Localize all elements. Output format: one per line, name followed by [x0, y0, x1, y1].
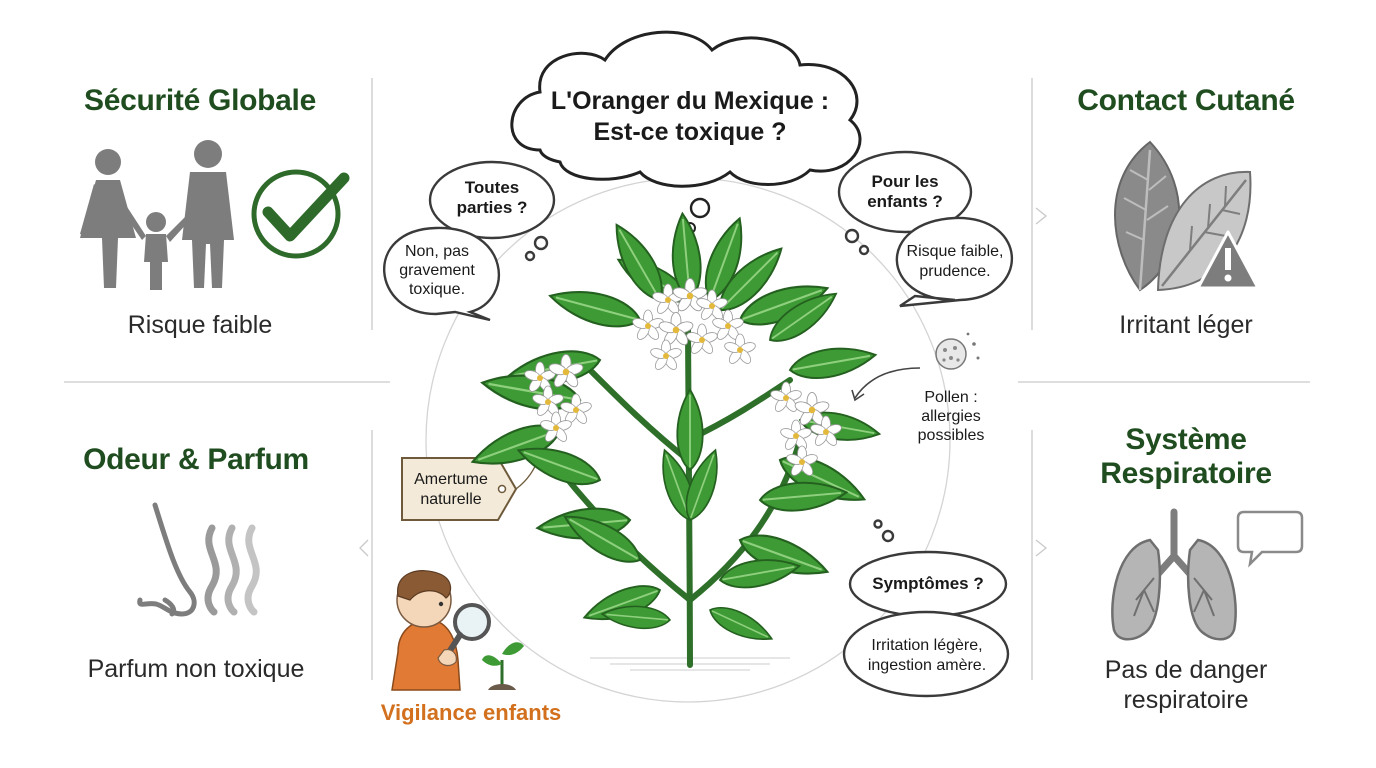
- panel-title-respiratoire: Système Respiratoire: [1026, 423, 1346, 491]
- family-icon: [80, 140, 234, 290]
- title-line-1: L'Oranger du Mexique :: [550, 87, 830, 115]
- bubble-pour-enfants-line-1: Pour les: [871, 172, 939, 191]
- page-title: L'Oranger du Mexique : Est-ce toxique ?: [520, 86, 860, 148]
- panel-title-securite: Sécurité Globale: [84, 84, 316, 117]
- bubble-pour-enfants-line-2: enfants ?: [867, 192, 943, 211]
- child-magnifier-icon: [391, 570, 524, 691]
- panel-title-contact: Contact Cutané: [1077, 84, 1295, 117]
- leaves-warning-icon: [1114, 140, 1260, 292]
- panel-title-odeur: Odeur & Parfum: [83, 443, 309, 476]
- title-line-2: Est-ce toxique ?: [593, 118, 787, 146]
- bubble-toutes-parties-line-1: Toutes: [464, 178, 520, 197]
- bubble-pour-enfants: Pour les enfants ?: [842, 172, 968, 212]
- panel-caption-respiratoire-line-2: respiratoire: [1123, 686, 1249, 714]
- bubble-symptomes: Symptômes ?: [872, 574, 984, 593]
- bubble-non-pas-line-3: toxique.: [408, 281, 466, 298]
- panel-caption-respiratoire-line-1: Pas de danger: [1104, 656, 1268, 684]
- nose-icon: [137, 502, 197, 617]
- panel-caption-respiratoire: Pas de danger respiratoire: [1026, 655, 1346, 715]
- panel-title-respiratoire-line-1: Système: [1125, 423, 1247, 456]
- bubble-irritation-line-1: Irritation légère,: [871, 637, 983, 654]
- pollen-label-line-1: Pollen :: [924, 389, 978, 406]
- bubble-non-pas-line-2: gravement: [399, 262, 475, 279]
- bubble-irritation: Irritation légère, ingestion amère.: [848, 636, 1006, 676]
- bubble-risque-faible-line-1: Risque faible,: [906, 243, 1004, 260]
- bubble-toutes-parties-line-2: parties ?: [456, 198, 528, 217]
- pollen-graphic: [851, 332, 980, 402]
- check-icon: [251, 169, 350, 259]
- bubble-non-pas-toxique: Non, pas gravement toxique.: [378, 242, 496, 299]
- vigilance-label: Vigilance enfants: [380, 700, 562, 725]
- panel-caption-odeur: Parfum non toxique: [87, 655, 305, 683]
- pollen-label: Pollen : allergies possibles: [896, 388, 1006, 445]
- pollen-label-line-3: possibles: [917, 427, 985, 444]
- bubble-irritation-line-2: ingestion amère.: [867, 657, 987, 674]
- bubble-non-pas-line-1: Non, pas: [404, 243, 470, 260]
- plant-illustration: [466, 211, 883, 671]
- panel-caption-securite: Risque faible: [127, 311, 273, 339]
- panel-title-respiratoire-line-2: Respiratoire: [1100, 457, 1272, 490]
- bubble-risque-faible: Risque faible, prudence.: [890, 242, 1020, 282]
- panel-dividers: [64, 78, 1310, 680]
- speech-bubbles: [383, 150, 1014, 698]
- panel-caption-contact: Irritant léger: [1119, 311, 1253, 339]
- amertume-label-line-1: Amertume: [414, 471, 488, 488]
- amertume-label-line-2: naturelle: [420, 491, 482, 508]
- pollen-label-line-2: allergies: [921, 408, 981, 425]
- scent-waves-icon: [204, 524, 260, 616]
- title-cloud: [510, 30, 862, 188]
- bubble-risque-faible-line-2: prudence.: [919, 263, 991, 280]
- lungs-icon: [1111, 508, 1304, 641]
- bubble-toutes-parties: Toutes parties ?: [432, 178, 552, 218]
- amertume-label: Amertume naturelle: [402, 470, 500, 510]
